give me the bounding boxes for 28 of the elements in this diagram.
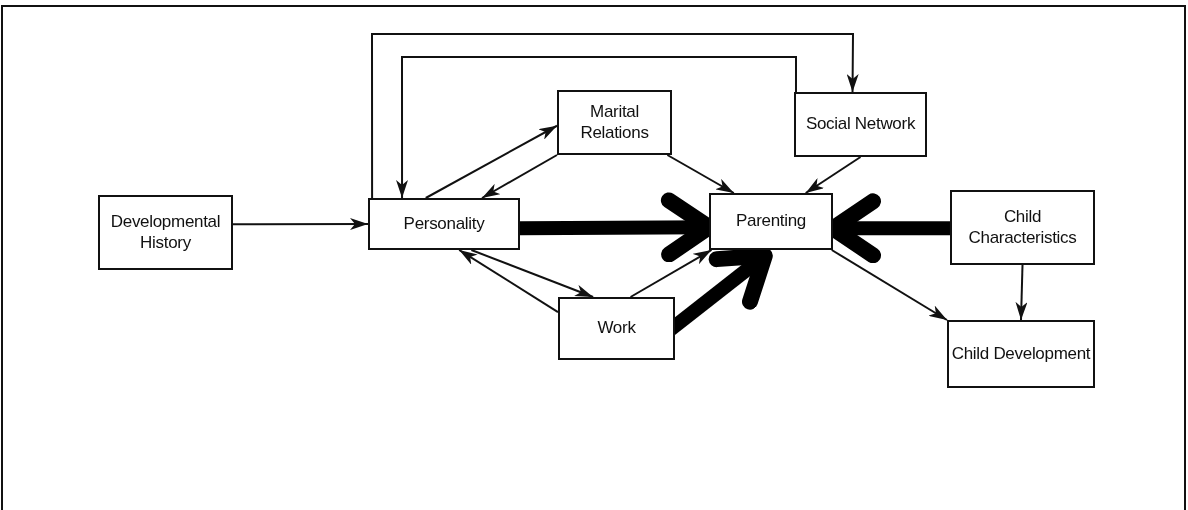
box-label: Developmental History bbox=[109, 212, 222, 253]
box-label: Social Network bbox=[805, 114, 916, 135]
process-box bbox=[368, 198, 520, 250]
arrow bbox=[830, 249, 948, 321]
arrow bbox=[232, 218, 369, 231]
box-label: Marital Relations bbox=[579, 102, 650, 143]
arrow bbox=[470, 249, 595, 298]
box-label: Work bbox=[597, 318, 636, 339]
box-label: Parenting bbox=[735, 211, 807, 232]
arrow bbox=[458, 249, 559, 314]
process-box bbox=[947, 320, 1095, 388]
box-label: Personality bbox=[403, 213, 485, 235]
box-label: Child Development bbox=[951, 343, 1091, 365]
arrow bbox=[396, 56, 797, 199]
arrow bbox=[371, 33, 859, 199]
arrow bbox=[481, 154, 558, 199]
process-box bbox=[557, 90, 672, 155]
process-box bbox=[98, 195, 233, 270]
process-box bbox=[794, 92, 927, 157]
process-box bbox=[709, 193, 833, 250]
process-box bbox=[558, 297, 675, 360]
process-box bbox=[950, 190, 1095, 265]
box-label: Child Characteristics bbox=[967, 207, 1078, 248]
arrow bbox=[629, 249, 713, 298]
arrow bbox=[804, 156, 862, 194]
arrow bbox=[666, 154, 735, 194]
arrow bbox=[1015, 264, 1028, 321]
arrow bbox=[424, 124, 558, 199]
